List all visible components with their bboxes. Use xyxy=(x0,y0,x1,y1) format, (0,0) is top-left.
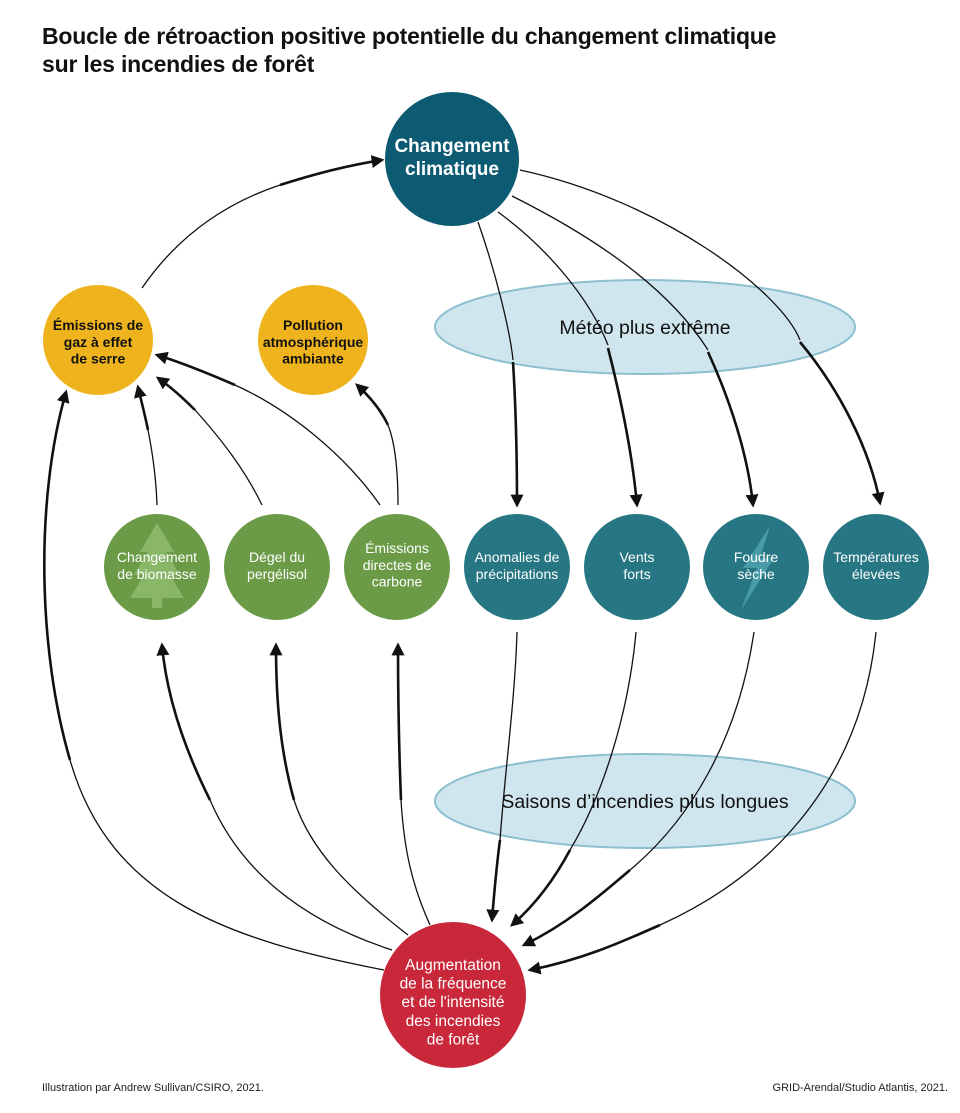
connector-climate-to-precip xyxy=(477,221,514,361)
label-line: Pollution xyxy=(283,317,343,333)
connector-fire-to-ghg-thin xyxy=(69,759,385,971)
connector-climate-to-winds xyxy=(497,211,609,346)
label-line: Anomalies de xyxy=(475,549,560,565)
node-permafrost-thaw xyxy=(224,514,330,620)
arrow-permafrost-to-ghg xyxy=(155,376,196,411)
label-line: directes de xyxy=(363,557,432,573)
label-extreme-weather: Météo plus extrême xyxy=(559,317,730,339)
label-line: Températures xyxy=(833,549,919,565)
credit-illustration: Illustration par Andrew Sullivan/CSIRO, … xyxy=(42,1082,264,1094)
label-line: climatique xyxy=(405,159,499,180)
arrow-carbon-to-ghg xyxy=(154,351,236,387)
label-line: Changement xyxy=(117,549,197,565)
connector-fire-to-carbon-thin xyxy=(400,799,431,926)
label-line: Émissions de xyxy=(53,317,143,333)
node-high-temperatures xyxy=(823,514,929,620)
arrow-lightning-to-fire xyxy=(521,869,631,947)
connector-carbon-to-pollution-thin xyxy=(387,424,399,506)
label-line: Dégel du xyxy=(249,549,305,565)
label-line: Augmentation xyxy=(405,957,501,974)
label-line: précipitations xyxy=(476,566,559,582)
connector-ghg-to-climate-thin xyxy=(141,184,281,289)
arrow-fire-to-carbon xyxy=(391,642,405,801)
arrow-temps-to-fire xyxy=(527,923,661,975)
node-air-pollution xyxy=(258,285,368,395)
lightning-icon xyxy=(741,526,774,610)
arrow-fire-to-permafrost xyxy=(269,642,296,801)
label-line: et de l'intensité xyxy=(402,994,505,1011)
label-line: ambiante xyxy=(282,351,344,367)
title-line-1: Boucle de rétroaction positive potentiel… xyxy=(42,23,777,49)
label-line: des incendies xyxy=(406,1013,501,1030)
label-line: Vents xyxy=(619,549,654,565)
label-line: Changement xyxy=(394,136,510,157)
credit-publisher: GRID-Arendal/Studio Atlantis, 2021. xyxy=(772,1082,948,1094)
ellipse-longer-fire-seasons xyxy=(434,753,856,849)
connector-climate-to-lightning xyxy=(511,195,709,351)
arrow-ghg-to-climate xyxy=(279,155,385,187)
title-line-2: sur les incendies de forêt xyxy=(42,51,315,77)
node-ghg-emissions xyxy=(43,285,153,395)
arrow-to-lightning xyxy=(706,351,759,508)
arrow-carbon-to-pollution xyxy=(355,383,390,426)
label-line: élevées xyxy=(852,566,900,582)
arrow-precip-to-fire xyxy=(486,839,502,923)
connector-fire-to-biomass-thin xyxy=(209,799,393,951)
arrow-fire-to-biomass xyxy=(156,642,212,801)
label-line: Foudre xyxy=(734,549,779,565)
arrow-biomass-to-ghg xyxy=(134,384,150,431)
label-line: gaz à effet xyxy=(64,334,133,350)
label-line: de forêt xyxy=(427,1031,480,1048)
node-carbon-emissions xyxy=(344,514,450,620)
diagram-title: Boucle de rétroaction positive potentiel… xyxy=(42,22,842,78)
connector-lightning-to-fire-thin xyxy=(629,631,755,871)
arrow-to-temps xyxy=(799,341,885,506)
connector-fire-to-permafrost-thin xyxy=(293,799,409,936)
connector-carbon-to-ghg-thin xyxy=(234,384,381,506)
label-line: pergélisol xyxy=(247,566,307,582)
connector-temps-to-fire-thin xyxy=(659,631,877,926)
node-strong-winds xyxy=(584,514,690,620)
label-line: sèche xyxy=(737,566,775,582)
label-line: de biomasse xyxy=(117,566,197,582)
connector-precip-to-fire-thin xyxy=(499,631,518,841)
node-fire-increase xyxy=(380,922,526,1068)
label-line: de serre xyxy=(71,351,126,367)
label-line: carbone xyxy=(372,574,423,590)
arrow-to-precip xyxy=(510,361,524,508)
label-line: forts xyxy=(623,566,650,582)
label-line: de la fréquence xyxy=(400,976,507,993)
node-precipitation-anomalies xyxy=(464,514,570,620)
label-line: Émissions xyxy=(365,540,429,556)
connector-biomass-to-ghg-thin xyxy=(147,429,158,506)
connector-permafrost-to-ghg-thin xyxy=(194,409,263,506)
arrow-to-winds xyxy=(606,347,643,508)
node-climate-change xyxy=(385,92,519,226)
connector-climate-to-temps xyxy=(519,169,801,341)
arrow-winds-to-fire xyxy=(510,849,572,927)
arrow-fire-to-ghg xyxy=(43,389,72,761)
label-longer-fire-seasons: Saisons d’incendies plus longues xyxy=(501,791,789,813)
tree-icon xyxy=(130,523,184,608)
label-line: atmosphérique xyxy=(263,334,364,350)
connector-winds-to-fire-thin xyxy=(569,631,637,851)
